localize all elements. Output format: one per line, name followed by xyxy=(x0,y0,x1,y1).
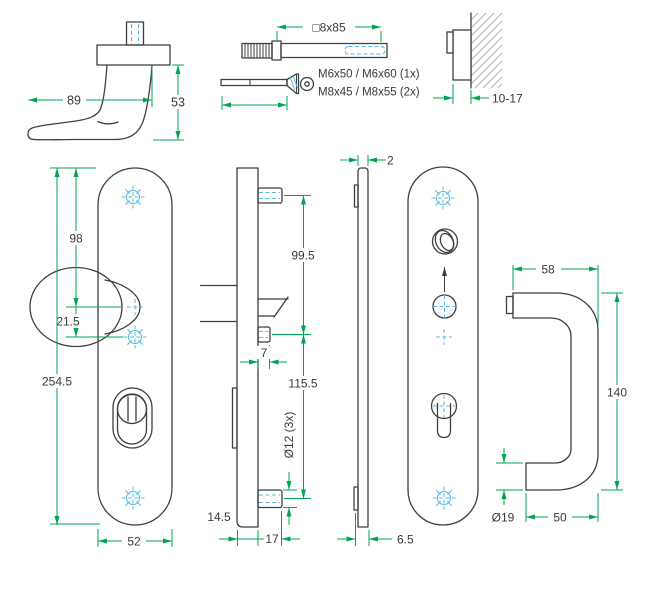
dim-6-5: 6.5 xyxy=(397,533,414,547)
dim-254-5: 254.5 xyxy=(42,375,72,389)
dim-115-5: 115.5 xyxy=(288,377,317,391)
dim-52: 52 xyxy=(127,535,141,549)
dim-7: 7 xyxy=(261,346,268,360)
dim-2: 2 xyxy=(387,154,394,168)
dim-53: 53 xyxy=(171,96,185,110)
screw-size-label-2: M8x45 / M8x55 (2x) xyxy=(318,87,420,99)
dim-58: 58 xyxy=(541,263,555,277)
dim-89: 89 xyxy=(67,94,81,108)
screw-size-label-1: M6x50 / M6x60 (1x) xyxy=(318,69,420,81)
dim-50: 50 xyxy=(553,511,567,525)
spindle-size-label: □8x85 xyxy=(312,21,346,35)
handle-side-view: 89 53 xyxy=(27,21,190,141)
dim-99-5: 99.5 xyxy=(291,249,315,263)
dim-17: 17 xyxy=(265,532,279,546)
inner-shield-view: 2 6.5 xyxy=(337,154,414,547)
wall-section-view: 10-17 xyxy=(433,12,523,106)
exterior-plate-view: 98 21.5 254.5 52 xyxy=(29,167,173,549)
dim-14-5: 14.5 xyxy=(207,510,231,524)
dim-140: 140 xyxy=(607,386,627,400)
dim-21-5: 21.5 xyxy=(56,315,80,329)
dim-98: 98 xyxy=(69,232,83,246)
spindle-drawing: □8x85 xyxy=(241,20,388,61)
screw-drawing: M6x50 / M6x60 (1x) M8x45 / M8x55 (2x) xyxy=(220,69,420,110)
dim-tube-diameter: Ø19 xyxy=(492,511,515,525)
pull-handle-view: 58 140 Ø19 50 xyxy=(492,262,634,525)
dim-peg-diameter: Ø12 (3x) xyxy=(282,412,296,459)
interior-plate-view xyxy=(407,166,479,526)
plate-profile-view: 99.5 115.5 Ø12 (3x) 7 14.5 17 xyxy=(199,167,324,546)
dim-10-17: 10-17 xyxy=(492,92,523,106)
